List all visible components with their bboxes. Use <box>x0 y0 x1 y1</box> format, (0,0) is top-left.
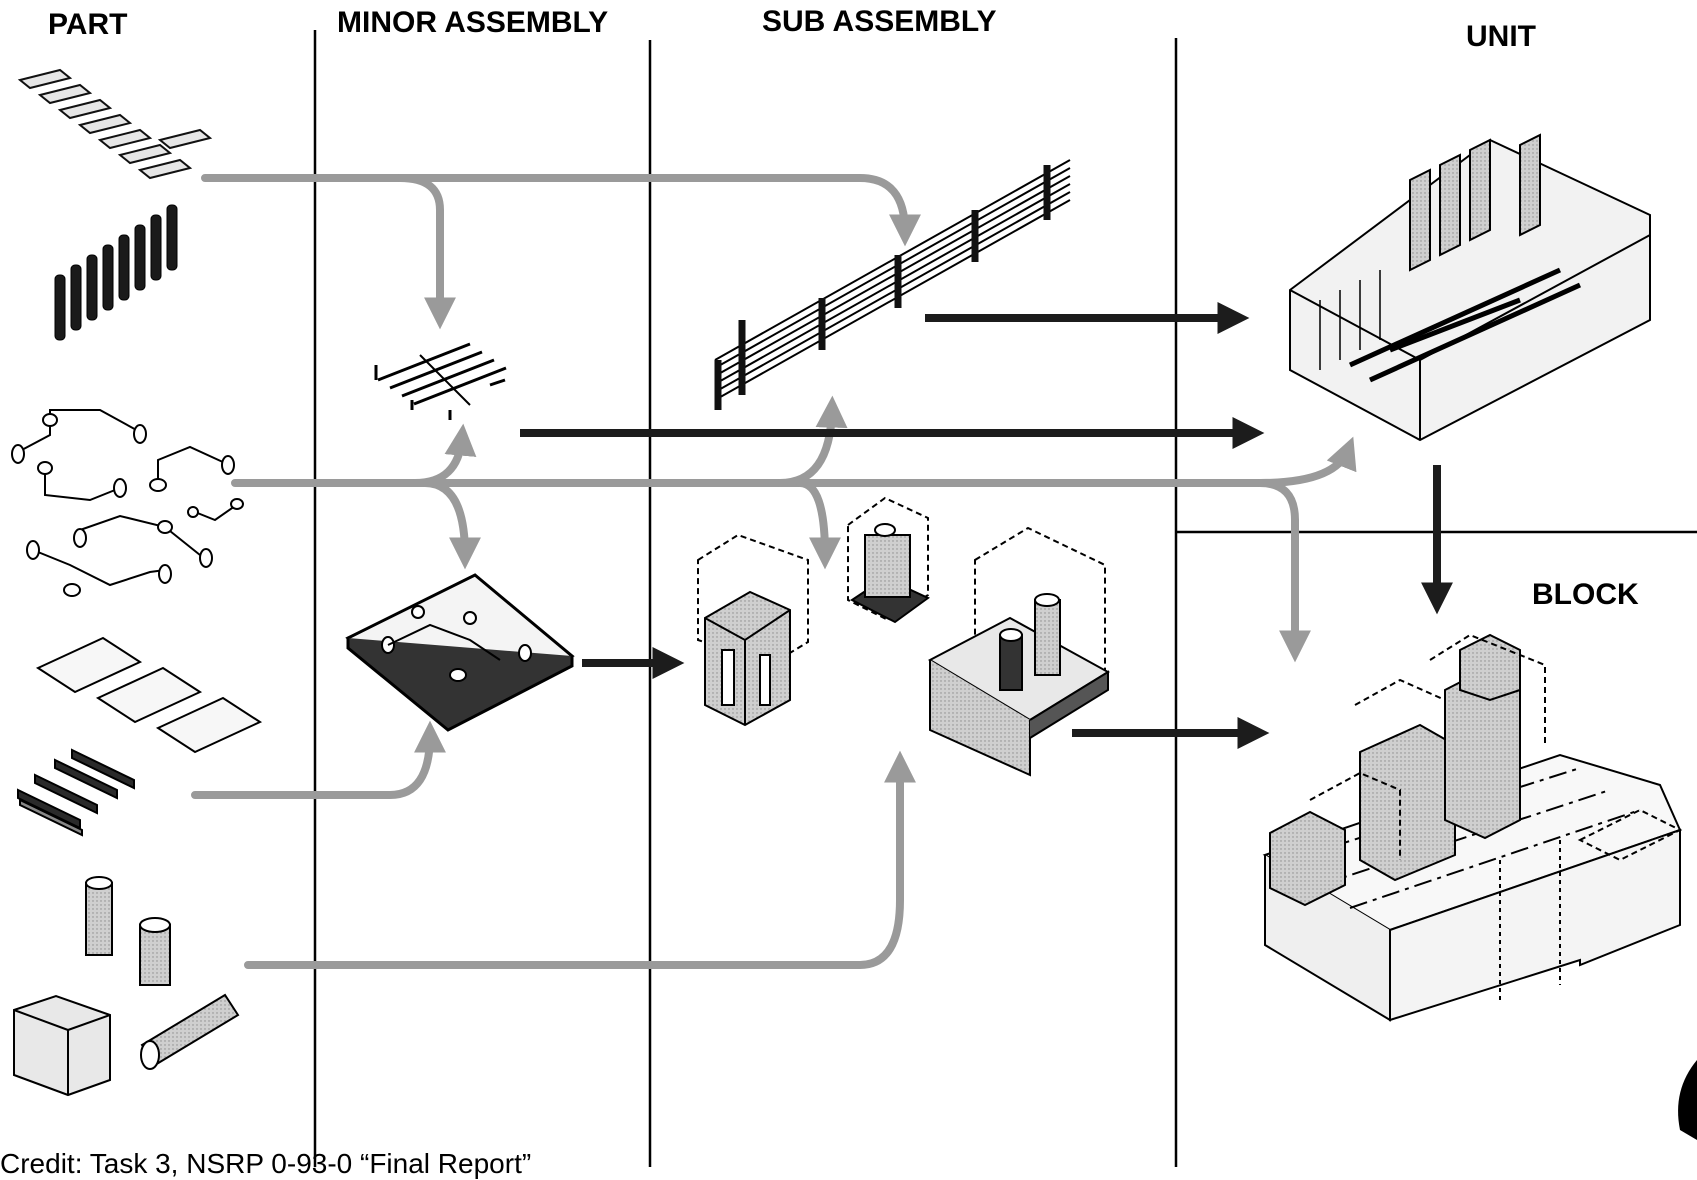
part-angle-bars <box>18 750 134 835</box>
part-vertical-bars <box>55 205 177 340</box>
arrow-bars-to-rack <box>205 178 905 232</box>
minor-panel-tray <box>348 575 572 730</box>
part-plates <box>38 638 260 752</box>
part-stiffener-bars <box>20 70 210 178</box>
arrow-pipes-to-block <box>1260 483 1295 648</box>
sub-module-3 <box>930 528 1108 775</box>
credit-caption: Credit: Task 3, NSRP 0-93-0 “Final Repor… <box>0 1148 531 1180</box>
sub-pipe-rack <box>715 160 1070 410</box>
arrow-pipes-to-module2 <box>800 483 825 555</box>
edge-shape <box>1678 1060 1697 1140</box>
minor-grillage-assembly <box>376 344 506 420</box>
unit-structure <box>1290 135 1650 440</box>
column-label-sub-assembly: SUB ASSEMBLY <box>762 5 997 39</box>
column-label-part: PART <box>48 8 127 42</box>
column-label-unit: UNIT <box>1466 20 1536 54</box>
arrow-pipes-to-tray <box>425 483 465 555</box>
arrow-angles-to-tray <box>195 735 430 795</box>
column-label-block: BLOCK <box>1532 578 1639 612</box>
block-structure <box>1265 635 1680 1020</box>
sub-module-1 <box>698 535 808 725</box>
part-pipe-spools <box>12 410 243 596</box>
arrow-pipes-to-rack <box>780 410 832 483</box>
part-cylinders-and-box <box>14 877 238 1095</box>
arrow-bars-to-grillage <box>400 178 440 315</box>
column-label-minor-assembly: MINOR ASSEMBLY <box>337 6 608 40</box>
sub-module-2 <box>848 498 928 622</box>
arrow-pipes-to-grillage <box>415 438 462 483</box>
